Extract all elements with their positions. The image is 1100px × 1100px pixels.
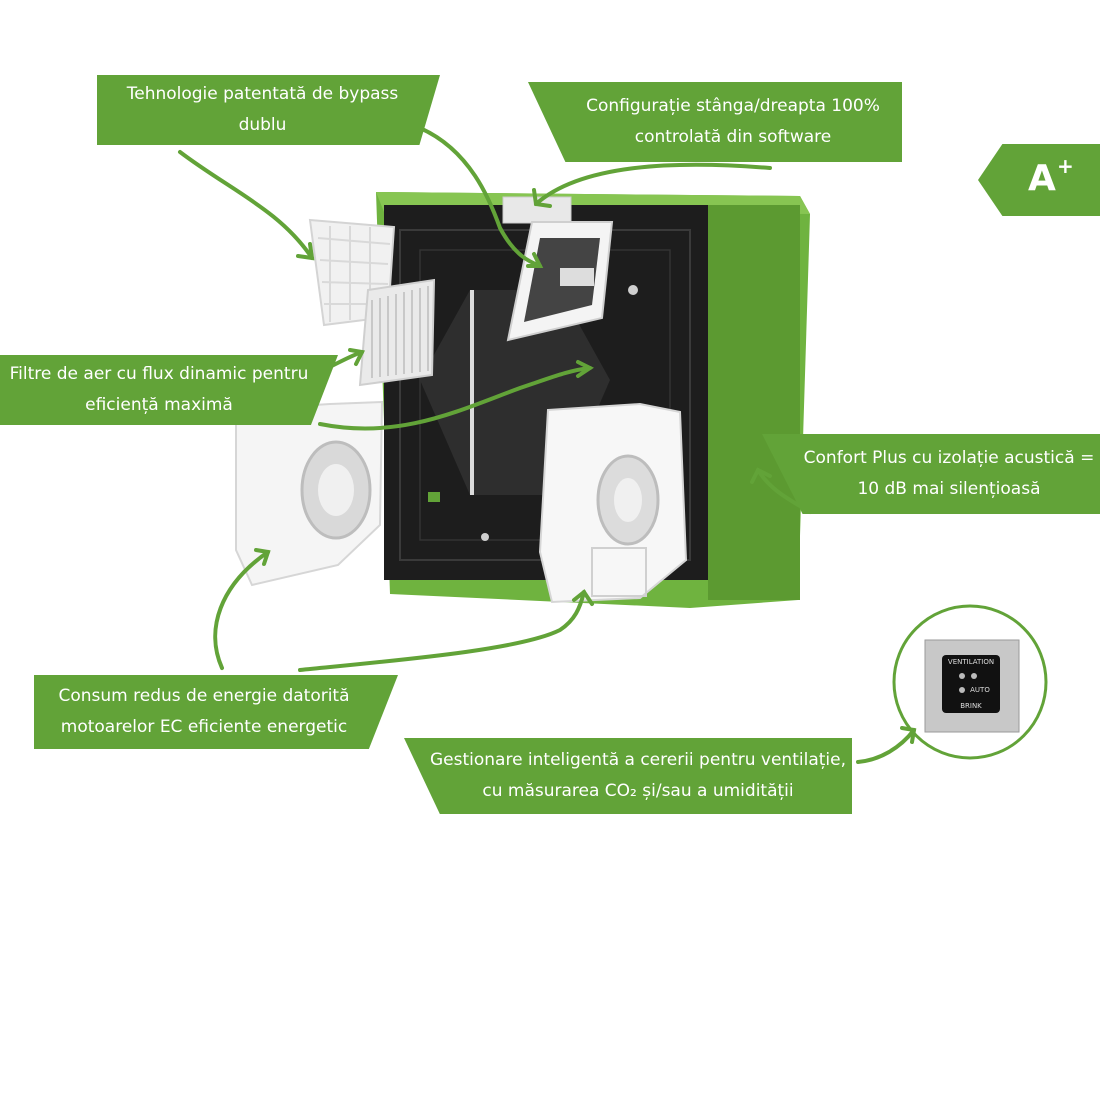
controller-mode-label: AUTO (970, 686, 990, 694)
callout-confort-line2: 10 dB mai silențioasă (857, 479, 1041, 499)
callout-bypass-technology: Tehnologie patentată de bypass dublu (97, 75, 440, 145)
fan-module-right (538, 402, 688, 604)
bypass-module (506, 221, 614, 342)
arrow-config (534, 162, 772, 206)
arrow-filter-right (318, 366, 592, 431)
callout-arrows (178, 126, 917, 764)
fan-module-left (235, 400, 384, 587)
energy-class-modifier: + (1057, 154, 1074, 178)
callout-bypass-line2: dublu (238, 115, 287, 135)
callout-gestionare-line2: cu măsurarea CO₂ și/sau a umidității (482, 781, 794, 801)
callout-consum-line2: motoarelor EC eficiente energetic (60, 717, 348, 737)
controller-brand-label: VENTILATION (948, 658, 994, 666)
energy-class-badge: A + (978, 144, 1100, 216)
callout-left-right-configuration: Configurație stânga/dreapta 100% control… (528, 82, 902, 162)
callout-bypass-line1: Tehnologie patentată de bypass (126, 84, 399, 104)
callout-config-line1: Configurație stânga/dreapta 100% (586, 96, 880, 116)
arrow-consum-right (298, 590, 586, 672)
callout-config-line2: controlată din software (634, 127, 832, 147)
energy-class-letter: A (1028, 158, 1056, 199)
callout-filter-line1: Filtre de aer cu flux dinamic pentru (9, 364, 309, 384)
callout-smart-ventilation-management: Gestionare inteligentă a cererii pentru … (404, 738, 852, 814)
callout-acoustic-comfort: Confort Plus cu izolație acustică = 10 d… (762, 434, 1100, 514)
controller-maker-label: BRINK (960, 702, 982, 710)
arrow-gestionare (856, 728, 916, 764)
arrow-bypass (178, 150, 314, 260)
arrow-config-bypass (418, 126, 542, 268)
callout-filter-line2: eficiență maximă (85, 395, 233, 415)
arrow-consum-left (213, 550, 270, 670)
air-filter-middle (358, 278, 436, 387)
callout-air-filters: Filtre de aer cu flux dinamic pentru efi… (0, 355, 338, 425)
callout-energy-consumption: Consum redus de energie datorită motoare… (34, 675, 398, 749)
callout-confort-line1: Confort Plus cu izolație acustică = (803, 448, 1095, 468)
callout-gestionare-line1: Gestionare inteligentă a cererii pentru … (429, 750, 846, 770)
callout-consum-line1: Consum redus de energie datorită (58, 686, 350, 706)
wall-controller: VENTILATION AUTO BRINK (892, 604, 1048, 760)
